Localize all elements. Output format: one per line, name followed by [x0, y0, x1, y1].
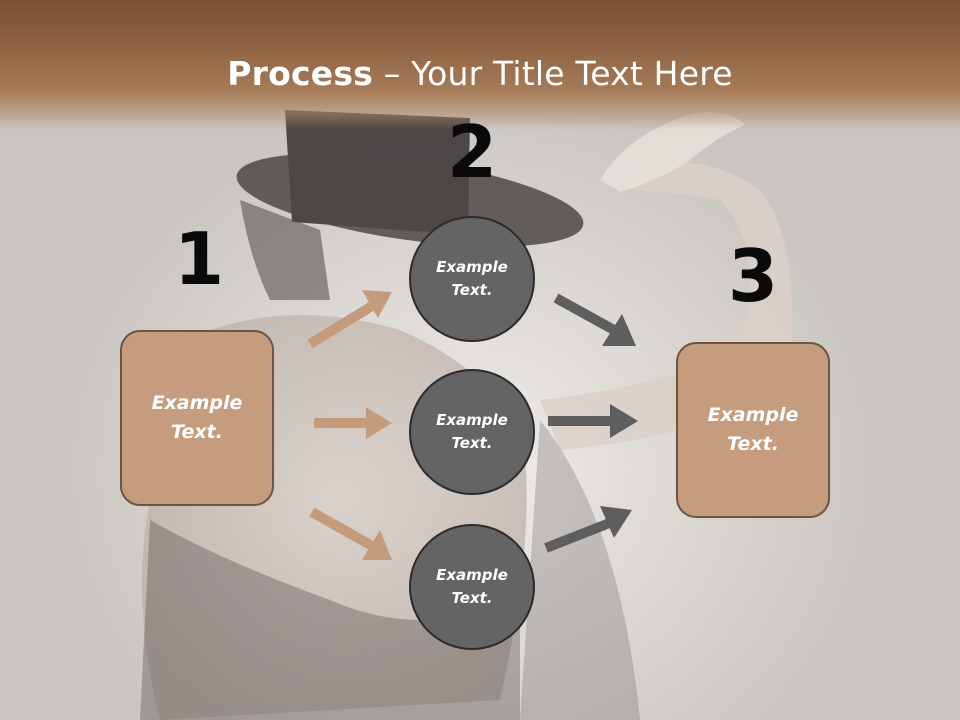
- right-box-label: Example Text.: [707, 404, 799, 455]
- title-bar: [0, 0, 960, 130]
- slide-title: Process – Your Title Text Here: [0, 54, 960, 93]
- arrow-left-to-top: [307, 290, 392, 349]
- step-number-2: 2: [446, 110, 498, 194]
- title-bold: Process: [227, 54, 374, 93]
- arrow-left-to-middle: [314, 407, 392, 439]
- title-rest: – Your Title Text Here: [373, 54, 733, 93]
- circle-bottom[interactable]: Example Text.: [409, 524, 535, 650]
- arrow-middle-to-right: [548, 404, 638, 438]
- circle-middle-label: Example Text.: [436, 411, 508, 452]
- arrow-left-to-bottom: [309, 507, 392, 560]
- circle-top[interactable]: Example Text.: [409, 216, 535, 342]
- step-number-1: 1: [173, 217, 225, 301]
- arrow-bottom-to-right: [544, 506, 632, 553]
- left-box-label: Example Text.: [151, 392, 243, 443]
- circle-bottom-label: Example Text.: [436, 566, 508, 607]
- arrow-top-to-right: [553, 293, 636, 346]
- circle-middle[interactable]: Example Text.: [409, 369, 535, 495]
- circle-top-label: Example Text.: [436, 258, 508, 299]
- step-number-3: 3: [727, 234, 779, 318]
- right-box[interactable]: Example Text.: [676, 342, 830, 518]
- left-box[interactable]: Example Text.: [120, 330, 274, 506]
